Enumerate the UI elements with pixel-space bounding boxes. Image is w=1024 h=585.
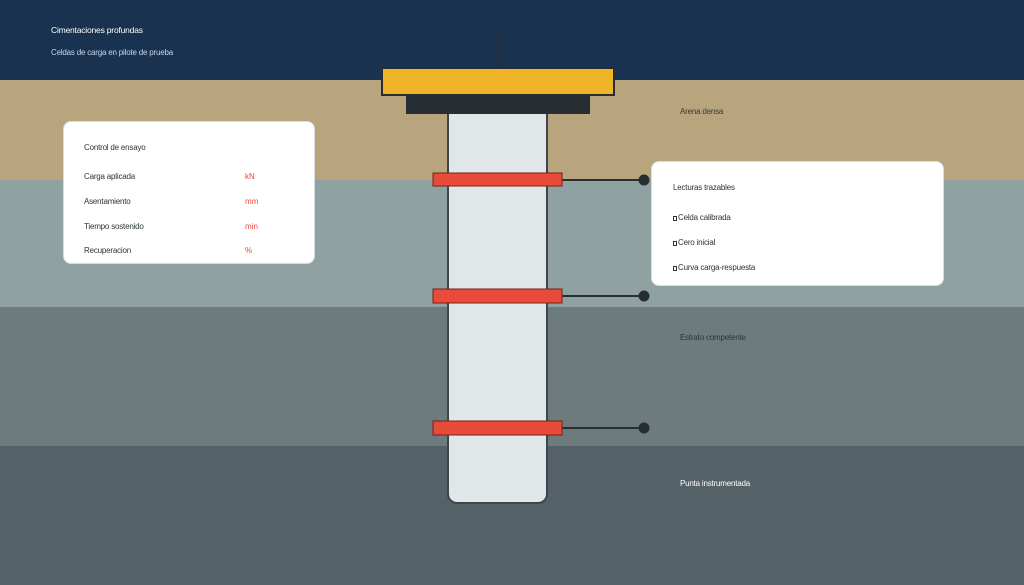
layer-label-instrumented-tip: Punta instrumentada xyxy=(680,479,751,488)
page-title: Cimentaciones profundas xyxy=(51,25,143,35)
row-label-recovery: Recuperacion xyxy=(84,246,131,255)
test-control-title: Control de ensayo xyxy=(84,143,146,152)
sensor-node-2 xyxy=(638,290,650,302)
row-unit-recovery: % xyxy=(245,246,253,255)
row-unit-applied-load: kN xyxy=(245,172,255,181)
row-label-settlement: Asentamiento xyxy=(84,197,131,206)
checkbox-icon xyxy=(673,266,677,271)
row-unit-settlement: mm xyxy=(245,197,259,206)
traceable-readings-card: Lecturas trazables Celda calibrada Cero … xyxy=(651,161,944,286)
load-cell-upper xyxy=(432,172,563,187)
sky-band xyxy=(0,0,1024,80)
sensor-node-1 xyxy=(638,174,650,186)
checkbox-icon xyxy=(673,241,677,246)
layer-label-competent-stratum: Estrato competente xyxy=(680,333,746,342)
row-label-sustained-time: Tiempo sostenido xyxy=(84,222,144,231)
sensor-node-3 xyxy=(638,422,650,434)
checkbox-icon xyxy=(673,216,677,221)
row-unit-sustained-time: min xyxy=(245,222,258,231)
load-cell-middle xyxy=(432,288,563,304)
test-control-card: Control de ensayo Carga aplicada kN Asen… xyxy=(63,121,315,264)
reading-item-load-response-curve: Curva carga-respuesta xyxy=(673,263,755,272)
reading-item-calibrated-cell: Celda calibrada xyxy=(673,213,731,222)
load-cell-lower xyxy=(432,420,563,436)
readings-title: Lecturas trazables xyxy=(673,183,735,192)
load-plate xyxy=(381,67,615,96)
row-label-applied-load: Carga aplicada xyxy=(84,172,136,181)
pile-cap xyxy=(406,94,590,114)
layer-label-dense-sand: Arena densa xyxy=(680,107,724,116)
reading-item-initial-zero: Cero inicial xyxy=(673,238,715,247)
page-subtitle: Celdas de carga en pilote de prueba xyxy=(51,48,173,57)
